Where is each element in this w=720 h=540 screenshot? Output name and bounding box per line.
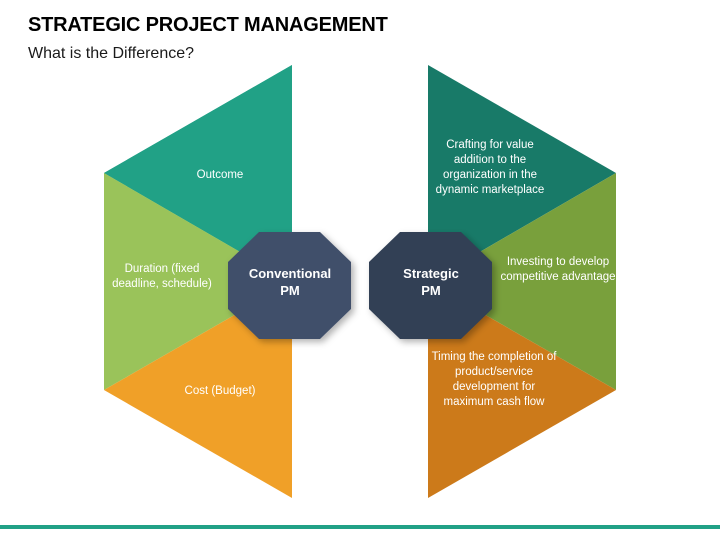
right-segment-investing-shape[interactable] (428, 173, 616, 390)
right-cluster-shapes (369, 65, 616, 498)
page-subtitle: What is the Difference? (28, 45, 195, 62)
left-segment-duration-shape[interactable] (104, 173, 292, 390)
page-title: STRATEGIC PROJECT MANAGEMENT (28, 14, 388, 36)
right-segment-timing-shape[interactable] (428, 282, 616, 498)
right-segment-crafting-shape[interactable] (428, 65, 616, 282)
left-segment-cost-shape[interactable] (104, 282, 292, 498)
left-core-hexagon[interactable] (228, 232, 351, 339)
bottom-accent-bar (0, 525, 720, 529)
left-segment-outcome-shape-fill (104, 65, 292, 282)
right-core-hexagon[interactable] (369, 232, 492, 339)
left-cluster-shapes (104, 65, 351, 498)
